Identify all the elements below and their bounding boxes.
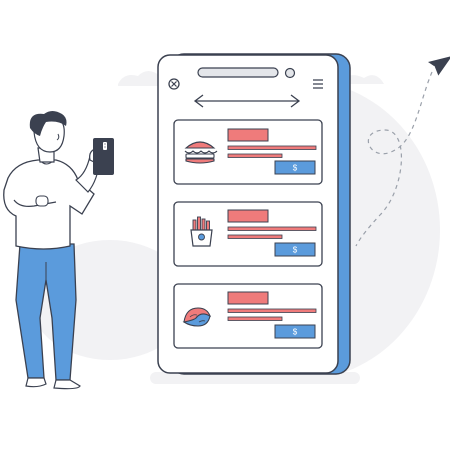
chips-icon (182, 307, 211, 327)
french-fries-icon (190, 216, 213, 247)
paper-plane-icon (428, 56, 450, 77)
product-card-burger[interactable]: $ (173, 119, 323, 185)
product-card-chips[interactable]: $ (173, 283, 323, 349)
phone-speaker (197, 67, 279, 78)
product-desc-line (227, 226, 317, 231)
product-desc-line (227, 308, 317, 313)
handheld-phone (93, 138, 114, 175)
price-button[interactable]: $ (274, 242, 316, 257)
price-label: $ (293, 164, 298, 173)
phone-camera (284, 67, 296, 79)
man-hair (29, 111, 67, 136)
price-button[interactable]: $ (274, 160, 316, 175)
man-shoe (25, 377, 47, 388)
price-button[interactable]: $ (274, 324, 316, 339)
product-desc-line (227, 316, 283, 321)
plane-trail (355, 71, 433, 247)
man-sweater (3, 159, 95, 250)
price-label: $ (293, 246, 298, 255)
product-card-french-fries[interactable]: $ (173, 201, 323, 267)
product-title-bar (227, 291, 269, 305)
man-shoe (53, 379, 81, 390)
close-icon (171, 81, 177, 87)
burger-icon (184, 141, 218, 164)
menu-icon[interactable] (313, 79, 323, 89)
man-legs (15, 243, 77, 381)
product-title-bar (227, 209, 269, 223)
man-figure (3, 111, 114, 390)
phone: $ $ (157, 53, 351, 375)
product-desc-line (227, 234, 283, 239)
close-button[interactable] (168, 78, 180, 90)
swipe-arrow-icon[interactable] (193, 94, 301, 108)
product-desc-line (227, 145, 317, 150)
product-desc-line (227, 153, 283, 158)
price-label: $ (293, 328, 298, 337)
product-title-bar (227, 128, 269, 142)
